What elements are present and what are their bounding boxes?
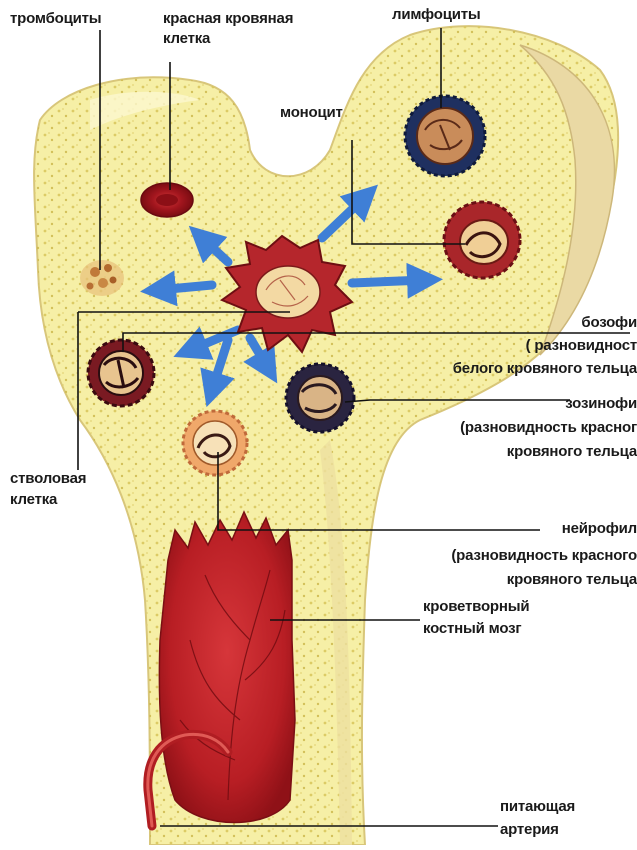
label-basophil-line2: ( разновидност (526, 337, 637, 354)
basophil-cell (88, 340, 154, 406)
label-basophil-line3: белого кровяного тельца (453, 360, 637, 377)
label-neutrophil-line1: нейрофил (562, 520, 637, 537)
label-platelets: тромбоциты (10, 10, 101, 27)
platelets-cluster (80, 260, 124, 296)
label-monocyte: моноцит (280, 104, 343, 121)
label-marrow-line1: кроветворный (423, 598, 529, 615)
red-bone-marrow (159, 512, 295, 823)
label-marrow-line2: костный мозг (423, 620, 521, 637)
label-stem-cell-line2: клетка (10, 491, 57, 508)
label-artery-line2: артерия (500, 821, 559, 838)
label-red-cell-line1: красная кровяная (163, 10, 293, 27)
label-neutrophil-line3: кровяного тельца (507, 571, 637, 588)
label-eosinophil-line3: кровяного тельца (507, 443, 637, 460)
label-lymphocytes: лимфоциты (392, 6, 481, 23)
monocyte-cell (444, 202, 520, 278)
label-eosinophil-line2: (разновидность красног (460, 419, 637, 436)
red-blood-cell (141, 183, 193, 217)
label-artery-line1: питающая (500, 798, 575, 815)
label-red-cell-line2: клетка (163, 30, 210, 47)
eosinophil-cell (286, 364, 354, 432)
label-eosinophil-line1: зозинофи (565, 395, 637, 412)
label-neutrophil-line2: (разновидность красного (451, 547, 637, 564)
neutrophil-cell (183, 411, 247, 475)
lymphocyte-cell (405, 96, 485, 176)
label-basophil-line1: бозофи (581, 314, 637, 331)
label-stem-cell-line1: стволовая (10, 470, 86, 487)
